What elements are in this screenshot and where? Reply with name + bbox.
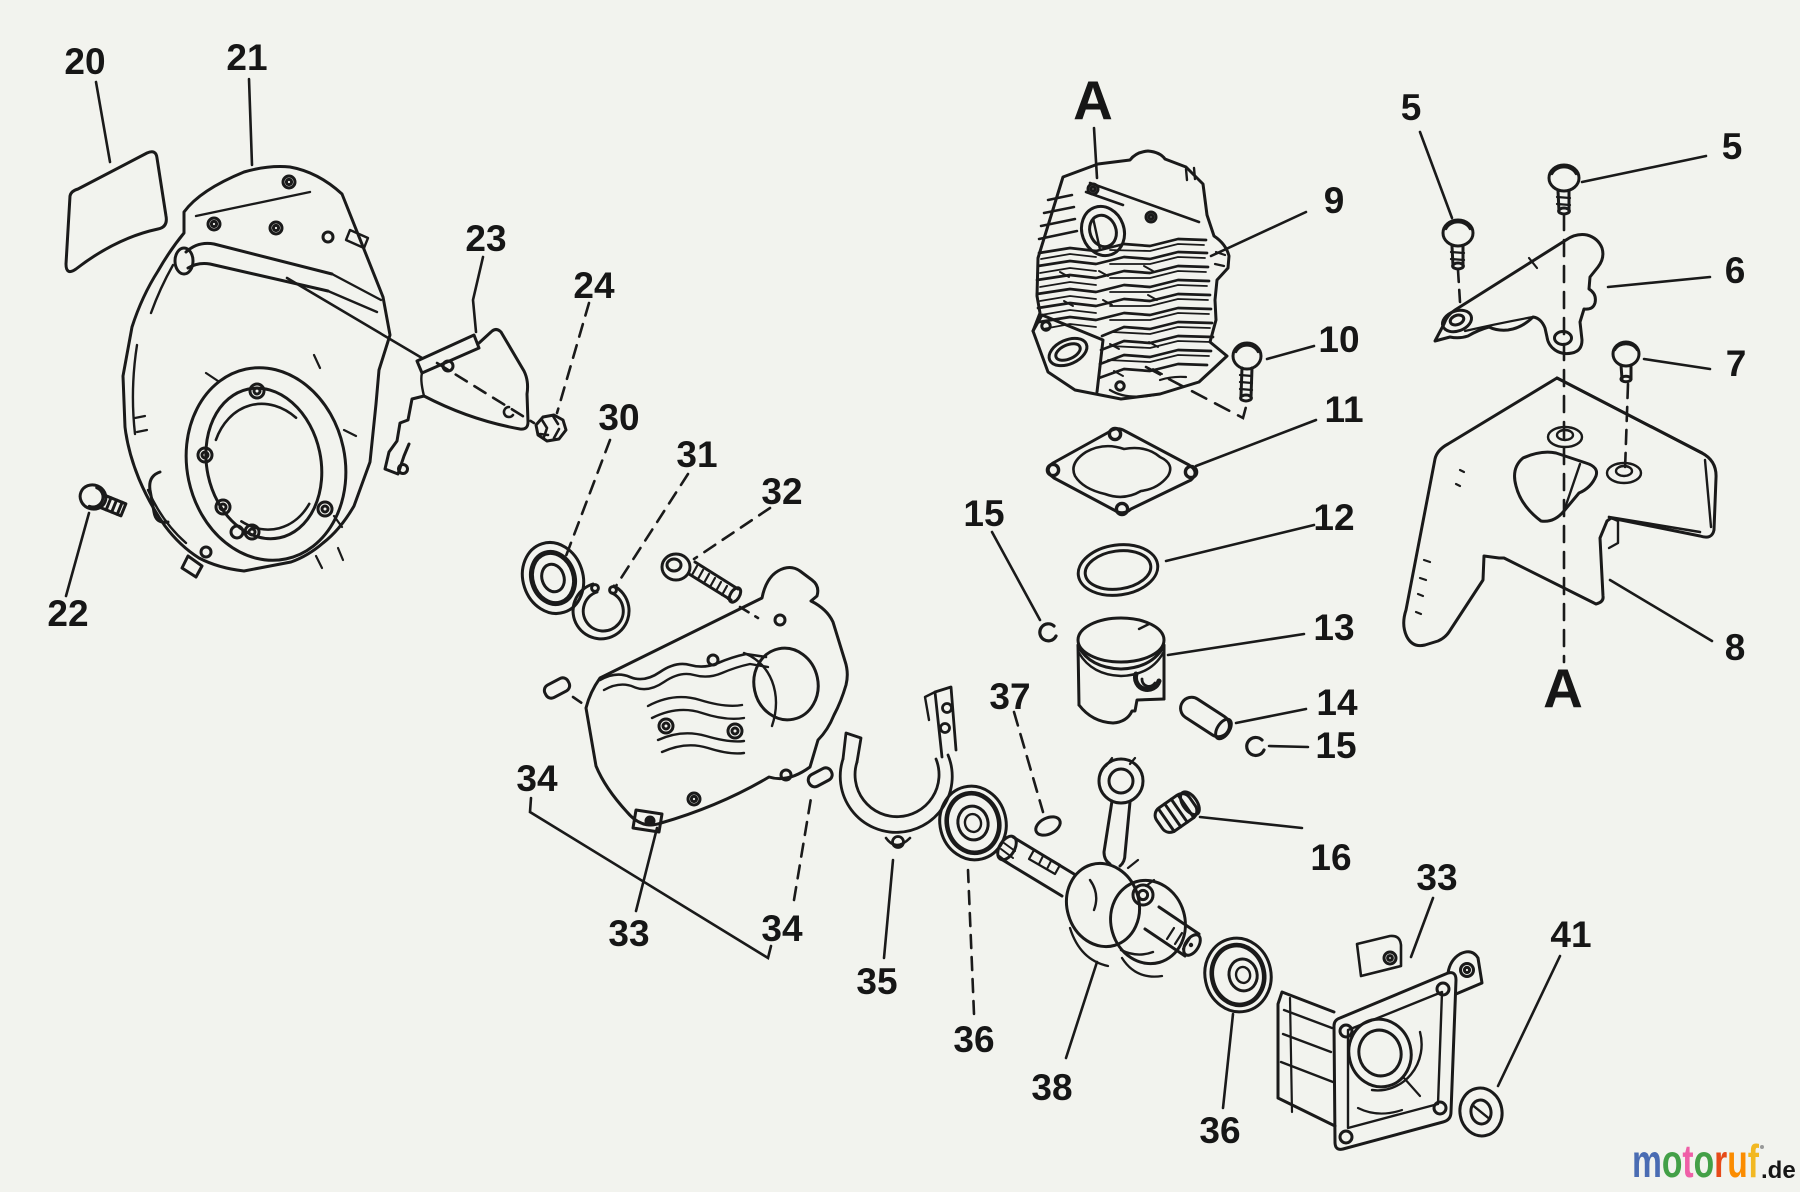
svg-text:9: 9 <box>1324 180 1345 221</box>
svg-text:.de: .de <box>1761 1157 1796 1184</box>
svg-text:41: 41 <box>1550 914 1591 955</box>
svg-text:33: 33 <box>608 913 649 954</box>
svg-text:12: 12 <box>1313 497 1354 538</box>
svg-text:34: 34 <box>516 758 558 799</box>
svg-text:13: 13 <box>1313 607 1354 648</box>
svg-text:15: 15 <box>1315 725 1356 766</box>
svg-text:37: 37 <box>989 676 1030 717</box>
svg-text:A: A <box>1073 69 1113 131</box>
svg-text:16: 16 <box>1310 837 1351 878</box>
svg-text:8: 8 <box>1725 627 1746 668</box>
svg-text:14: 14 <box>1316 682 1358 723</box>
svg-text:32: 32 <box>761 471 802 512</box>
svg-text:10: 10 <box>1318 319 1359 360</box>
svg-text:7: 7 <box>1726 343 1747 384</box>
svg-text:38: 38 <box>1031 1067 1072 1108</box>
svg-text:5: 5 <box>1722 126 1743 167</box>
svg-text:11: 11 <box>1324 389 1363 430</box>
svg-text:24: 24 <box>573 265 615 306</box>
svg-text:33: 33 <box>1416 857 1457 898</box>
svg-text:36: 36 <box>1199 1110 1240 1151</box>
svg-text:6: 6 <box>1725 250 1746 291</box>
svg-text:A: A <box>1543 657 1583 719</box>
svg-text:31: 31 <box>676 434 717 475</box>
svg-text:23: 23 <box>465 218 506 259</box>
svg-text:20: 20 <box>64 41 105 82</box>
svg-text:21: 21 <box>226 37 267 78</box>
svg-text:35: 35 <box>856 961 897 1002</box>
svg-text:motoruf: motoruf <box>1632 1135 1759 1187</box>
svg-text:30: 30 <box>598 397 639 438</box>
svg-text:34: 34 <box>761 908 803 949</box>
svg-text:36: 36 <box>953 1019 994 1060</box>
svg-text:15: 15 <box>963 493 1004 534</box>
svg-text:5: 5 <box>1401 87 1422 128</box>
svg-text:22: 22 <box>47 593 88 634</box>
